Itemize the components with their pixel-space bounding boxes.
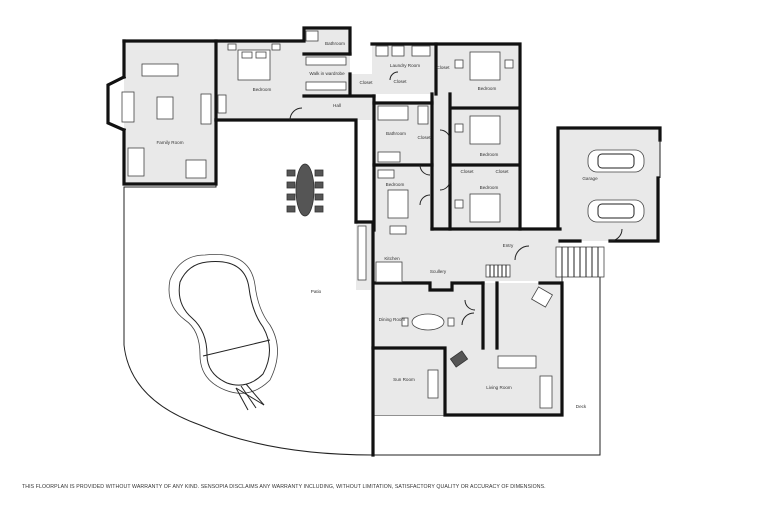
label-closet-laundry: Closet: [393, 79, 407, 84]
label-deck: Deck: [576, 404, 587, 409]
room-labels: Family Room Bedroom Bathroom Walk in war…: [156, 41, 598, 409]
label-closet-bath: Closet: [417, 135, 431, 140]
label-hall: Hall: [333, 103, 341, 108]
bedroom-1-furniture: [217, 43, 281, 114]
sun-room-furniture: [427, 369, 439, 399]
label-bedroom-3: Bedroom: [480, 152, 499, 157]
label-closet-hall: Closet: [359, 80, 373, 85]
label-bedroom-5: Bedroom: [480, 185, 499, 190]
label-bathroom-mid: Bathroom: [386, 131, 406, 136]
bedroom-3-furniture: [454, 115, 501, 145]
label-bathroom-top: Bathroom: [325, 41, 345, 46]
label-living-room: Living Room: [486, 385, 512, 390]
label-garage: Garage: [582, 176, 598, 181]
label-laundry-room: Laundry Room: [390, 63, 420, 68]
front-stairs: [555, 246, 605, 278]
label-sun-room: Sun Room: [393, 377, 415, 382]
living-room-furniture: [449, 286, 553, 409]
bay-window: [106, 74, 127, 133]
label-closet-mid-left: Closet: [460, 169, 474, 174]
label-patio: Patio: [311, 289, 322, 294]
label-bedroom-1: Bedroom: [253, 87, 272, 92]
garage-cars: [587, 149, 645, 223]
patio-table: [286, 163, 324, 217]
label-dining-room: Dining Room: [379, 317, 406, 322]
pool-inner: [178, 261, 270, 386]
bedroom-2-furniture: [454, 51, 514, 81]
wardrobe-fixtures: [305, 30, 347, 91]
bedroom-5-furniture: [454, 193, 501, 223]
interior-stairs: [485, 264, 511, 278]
pool-step-line: [202, 339, 271, 357]
label-closet-mid-right: Closet: [495, 169, 509, 174]
pool-steps: [235, 383, 265, 411]
label-entry: Entry: [503, 243, 514, 248]
dining-table: [401, 313, 455, 331]
kitchen-fixtures: [357, 225, 407, 283]
family-room-furniture: [121, 63, 212, 179]
label-closet-upper: Closet: [436, 65, 450, 70]
laundry-fixtures: [375, 45, 431, 57]
door-swings: [289, 71, 623, 326]
label-scullery: Scullery: [430, 269, 447, 274]
disclaimer-text: THIS FLOORPLAN IS PROVIDED WITHOUT WARRA…: [22, 484, 546, 490]
bathroom-mid-fixtures: [377, 105, 429, 163]
label-bedroom-4: Bedroom: [386, 182, 405, 187]
pool: [168, 253, 278, 394]
label-walk-in-wardrobe: Walk in wardrobe: [309, 71, 345, 76]
walls: [122, 26, 662, 457]
bedroom-4-furniture: [377, 169, 409, 219]
label-kitchen: Kitchen: [384, 256, 400, 261]
label-family-room: Family Room: [156, 140, 183, 145]
label-bedroom-2: Bedroom: [478, 86, 497, 91]
